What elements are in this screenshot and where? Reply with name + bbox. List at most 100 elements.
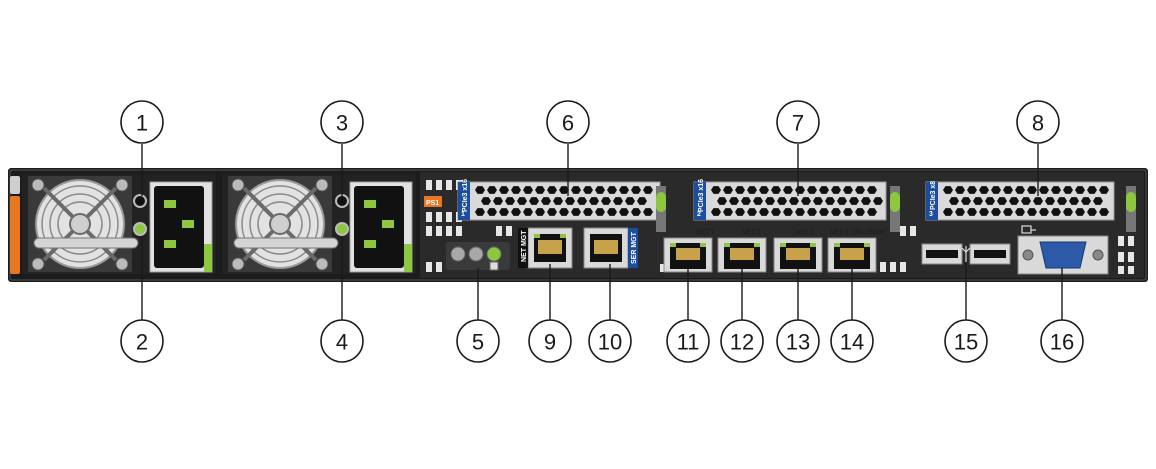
vent-hole (559, 208, 569, 216)
usb-icon (961, 246, 971, 262)
net-port-1[interactable]: NET 1 (773, 229, 823, 273)
pcie-slot-1-number: 1 (461, 211, 465, 218)
vent-hole (1027, 208, 1037, 216)
callout-leaders (141, 144, 1063, 320)
vent-hole (831, 208, 841, 216)
net2-label: NET 2 (742, 229, 761, 236)
vent-hole (601, 197, 611, 205)
vent-hole (619, 186, 629, 194)
vent-hole (547, 208, 557, 216)
vent-hole (607, 186, 617, 194)
vent-hole (481, 197, 491, 205)
vent-hole (1063, 208, 1073, 216)
vent-hole (765, 197, 775, 205)
pcie-slot-3-number: 3 (929, 211, 933, 218)
vent-hole (475, 186, 485, 194)
vent-hole (789, 197, 799, 205)
svg-text:14: 14 (840, 330, 864, 355)
vent-hole (711, 186, 721, 194)
vent-hole (795, 208, 805, 216)
vent-hole (819, 186, 829, 194)
vent-hole (475, 208, 485, 216)
svg-text:2: 2 (136, 330, 148, 355)
vent-hole (759, 208, 769, 216)
net-mgt-port[interactable]: NET MGT (518, 227, 573, 269)
ser-mgt-label: SER MGT (631, 231, 638, 264)
pcie-slot-1[interactable]: 1 PCIe3 x16 (457, 179, 666, 232)
ps-handle[interactable] (33, 237, 139, 249)
ac-power-socket[interactable] (149, 181, 213, 273)
vent-hole (523, 208, 533, 216)
pcie-slot-1-latch[interactable] (656, 192, 666, 212)
vent-hole (991, 208, 1001, 216)
vent-hole (1087, 186, 1097, 194)
vent-hole (511, 186, 521, 194)
svg-text:12: 12 (730, 330, 754, 355)
pcie-slot-2[interactable]: 2 PCIe3 x16 (693, 179, 900, 232)
pcie-slot-3[interactable]: 3 PCIe3 x8 (925, 181, 1136, 232)
system-status-leds (446, 242, 510, 271)
vent-hole (1015, 186, 1025, 194)
power-supply-0 (22, 174, 216, 274)
vent-hole (867, 186, 877, 194)
net-port-2[interactable]: NET 2 (717, 229, 767, 273)
svg-text:6: 6 (562, 111, 574, 136)
vent-hole (487, 208, 497, 216)
vent-hole (985, 197, 995, 205)
ps-status-led-ok (335, 194, 349, 208)
vent-hole (571, 186, 581, 194)
vent-hole (729, 197, 739, 205)
ps-status-led-ok (133, 194, 147, 208)
net-port-0[interactable]: NET 0 100-10GbE (827, 229, 886, 273)
vent-hole (583, 186, 593, 194)
vent-hole (1099, 186, 1109, 194)
vent-hole (1063, 186, 1073, 194)
vent-hole (849, 197, 859, 205)
vent-hole (1033, 197, 1043, 205)
ac-power-socket[interactable] (349, 181, 413, 273)
pcie-slot-3-latch[interactable] (1126, 192, 1136, 212)
vent-hole (723, 186, 733, 194)
callout-7: 7 (776, 100, 820, 144)
net-port-3[interactable]: NET 3 (663, 229, 715, 273)
ps1-label: PS1 (426, 200, 439, 207)
svg-text:16: 16 (1050, 330, 1074, 355)
vent-hole (861, 197, 871, 205)
power-button-icon[interactable] (489, 261, 499, 271)
usb-ports[interactable] (921, 243, 1011, 265)
vent-hole (837, 197, 847, 205)
vent-hole (979, 186, 989, 194)
vent-hole (529, 197, 539, 205)
power-supply-1 (222, 174, 416, 274)
vent-hole (505, 197, 515, 205)
pcie-slot-2-latch[interactable] (890, 192, 900, 212)
vent-hole (643, 186, 653, 194)
vent-hole (955, 208, 965, 216)
locator-button-icon[interactable] (450, 246, 466, 262)
pcie-slot-1-label-badge (458, 182, 470, 220)
ps-handle[interactable] (233, 237, 339, 249)
vent-hole (1075, 186, 1085, 194)
vent-hole (559, 186, 569, 194)
vent-hole (855, 208, 865, 216)
vent-hole (571, 208, 581, 216)
vent-hole (759, 186, 769, 194)
ser-mgt-port[interactable]: SER MGT (583, 227, 638, 269)
ps1-label-badge (424, 196, 442, 207)
service-led-icon (468, 246, 484, 262)
chassis-orange-tab (10, 196, 20, 274)
vent-hole (873, 197, 883, 205)
callout-6: 6 (546, 100, 590, 144)
vent-hole (595, 186, 605, 194)
vga-port[interactable] (1017, 225, 1109, 275)
callout-9: 9 (528, 319, 572, 363)
vent-hole (541, 197, 551, 205)
vent-hole (499, 186, 509, 194)
vent-hole (807, 186, 817, 194)
svg-text:10: 10 (598, 330, 622, 355)
callout-8: 8 (1016, 100, 1060, 144)
vent-hole (511, 208, 521, 216)
vent-hole (747, 208, 757, 216)
vent-hole (1003, 208, 1013, 216)
